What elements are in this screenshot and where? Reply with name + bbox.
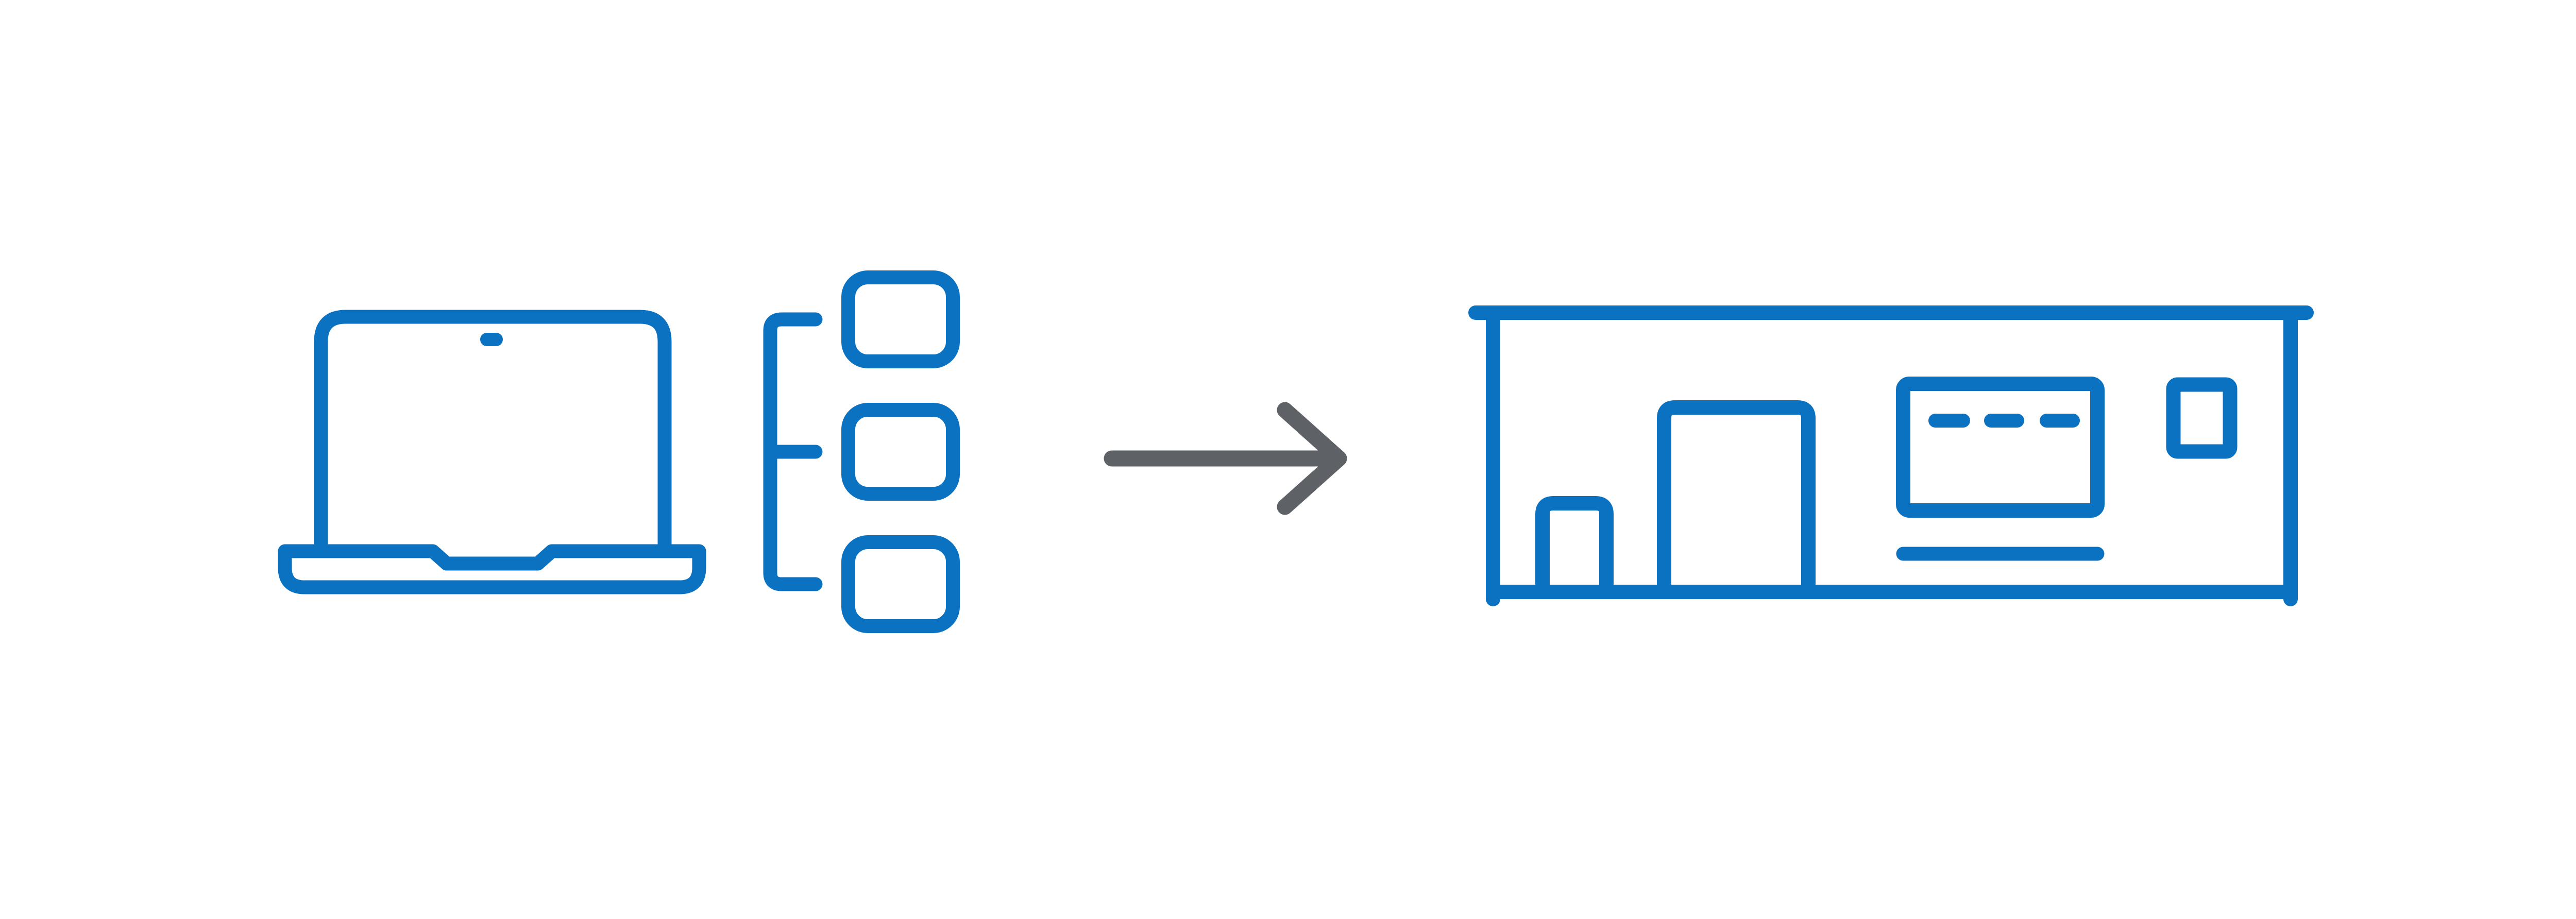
laptop-icon (278, 310, 706, 594)
building-icon (1468, 305, 2314, 606)
building-side-window (2166, 377, 2238, 459)
arrow-right-icon (1104, 402, 1347, 515)
building-small-box (1535, 496, 1614, 595)
laptop-base (278, 544, 706, 594)
tree-node (841, 270, 960, 368)
sign-dash (2040, 414, 2080, 428)
tree-node (841, 535, 960, 633)
building-sign-window (1896, 377, 2105, 518)
building-door (1657, 400, 1816, 595)
sign-dashes (1928, 414, 2080, 428)
device-tree-icon (763, 270, 960, 633)
laptop-screen (314, 310, 672, 556)
tree-node (841, 403, 960, 501)
laptop-camera-icon (480, 333, 503, 346)
arrow-head (1277, 402, 1347, 515)
sign-dash (1928, 414, 1970, 428)
sign-dash (1984, 414, 2024, 428)
